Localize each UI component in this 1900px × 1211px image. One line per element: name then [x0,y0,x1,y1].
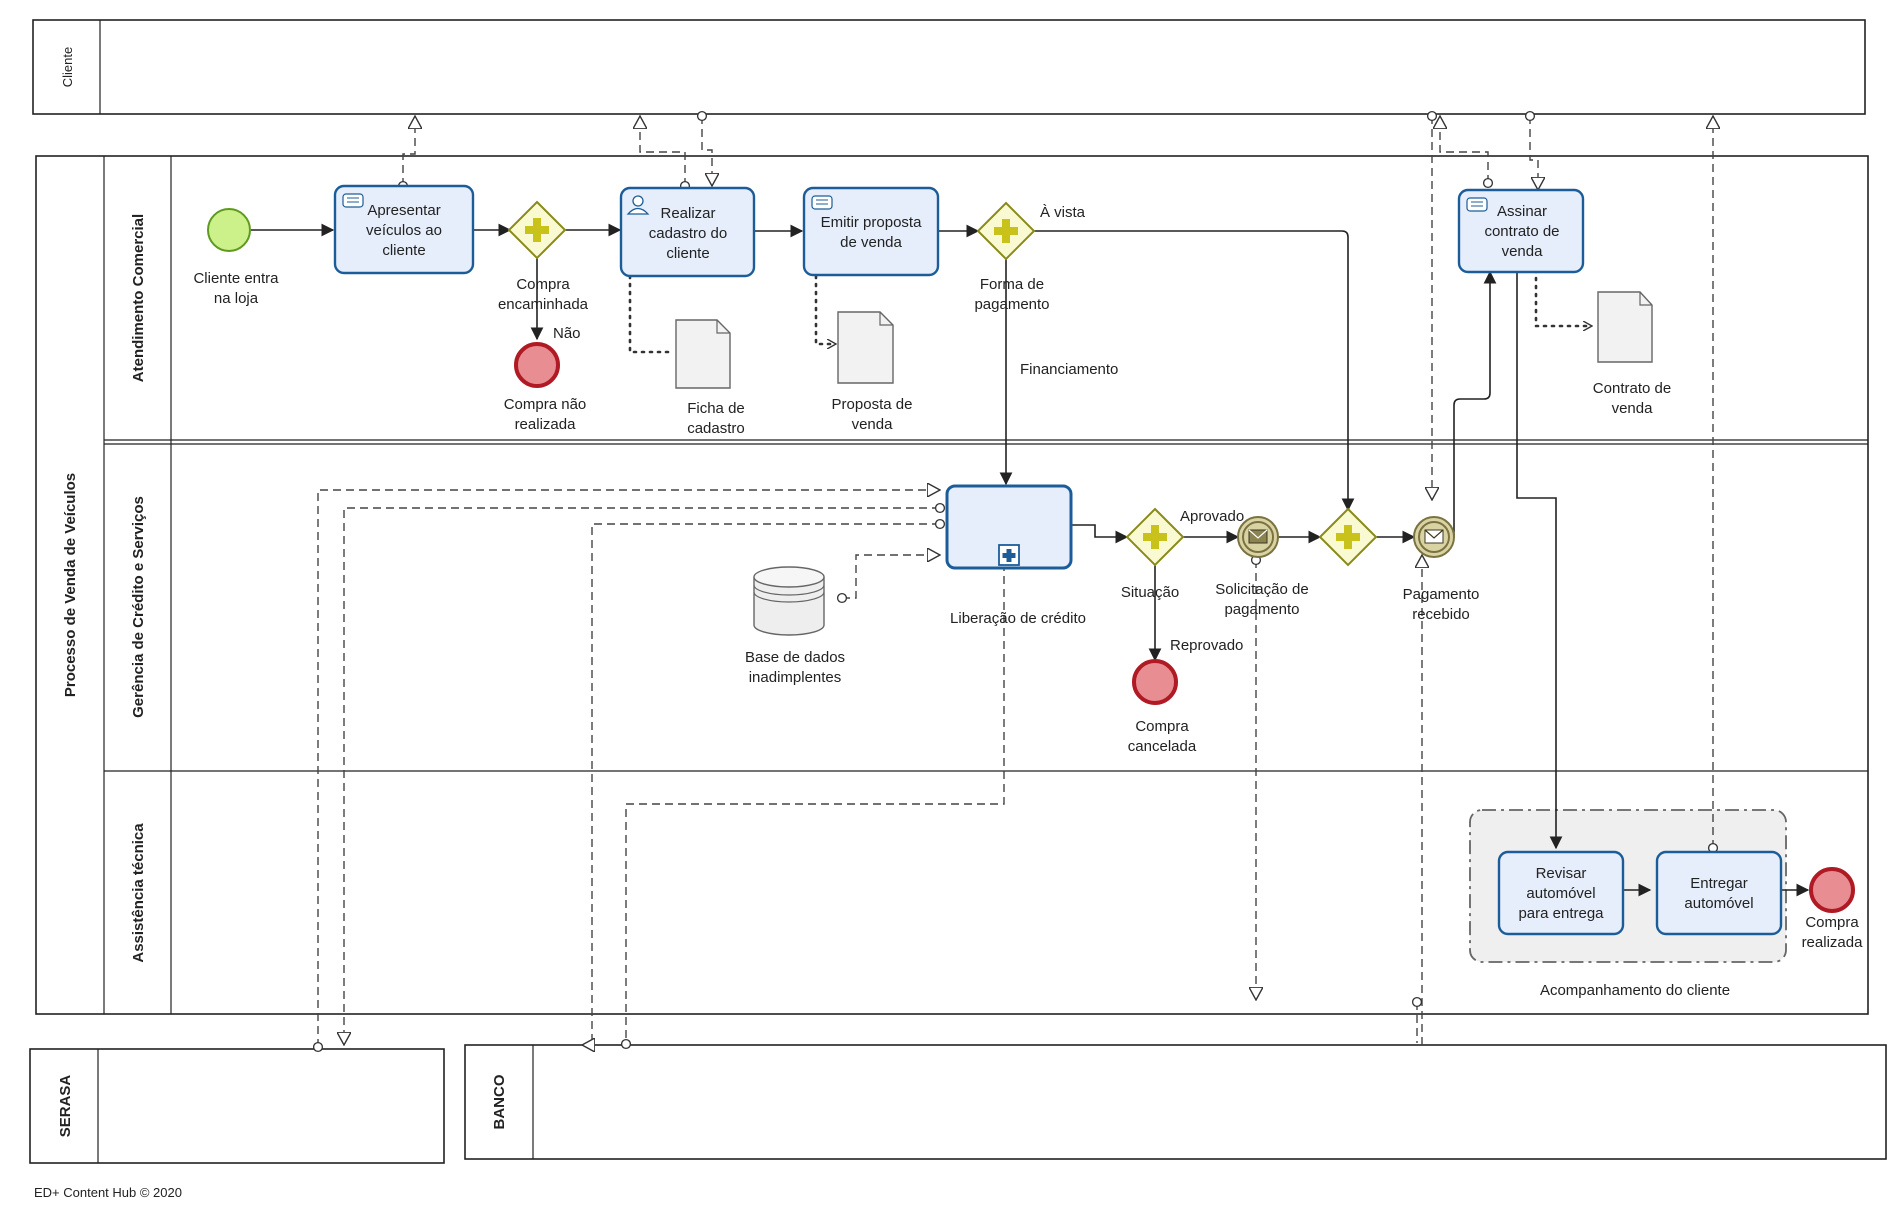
footer-copyright: ED+ Content Hub © 2020 [34,1185,182,1200]
group-acompanhamento-label: Acompanhamento do cliente [1540,982,1730,999]
event-pagamento-recebido: Pagamento recebido [1403,516,1480,623]
pool-cliente: Cliente [32,19,1866,115]
svg-text:Cliente entra: Cliente entra [193,270,279,287]
svg-text:cadastro do: cadastro do [649,225,727,242]
svg-text:Contrato de: Contrato de [1593,380,1671,397]
pool-banco-label: BANCO [491,1074,508,1129]
subprocess-liberacao-credito[interactable]: Liberação de crédito [945,484,1086,627]
svg-text:automóvel: automóvel [1684,895,1753,912]
svg-text:Situação: Situação [1121,584,1179,601]
svg-text:encaminhada: encaminhada [498,296,589,313]
event-solicitacao-pagamento: Solicitação de pagamento [1215,516,1309,618]
svg-text:para entrega: para entrega [1518,905,1604,922]
svg-text:Ficha de: Ficha de [687,400,745,417]
task-revisar-automovel[interactable]: Revisar automóvel para entrega [1497,850,1625,936]
svg-text:cadastro: cadastro [687,420,745,437]
gateway-compra-encaminhada: Compra encaminhada [498,200,589,313]
start-event: Cliente entra na loja [193,208,279,307]
svg-text:Base de dados: Base de dados [745,649,845,666]
svg-text:Assinar: Assinar [1497,203,1547,220]
svg-text:inadimplentes: inadimplentes [749,669,842,686]
svg-text:na loja: na loja [214,290,259,307]
label-a-vista: À vista [1040,204,1086,221]
svg-text:pagamento: pagamento [1224,601,1299,618]
svg-text:Apresentar: Apresentar [367,202,440,219]
svg-text:Proposta de: Proposta de [832,396,913,413]
message-flows [318,116,1713,1047]
svg-text:de venda: de venda [840,234,902,251]
data-object-ficha-cadastro: Ficha de cadastro [675,319,745,437]
svg-text:Emitir proposta: Emitir proposta [821,214,923,231]
svg-text:contrato de: contrato de [1484,223,1559,240]
label-reprovado: Reprovado [1170,637,1243,654]
pool-serasa: SERASA [29,1048,445,1164]
pool-serasa-label: SERASA [57,1075,74,1138]
svg-text:Compra não: Compra não [504,396,587,413]
data-object-contrato-venda: Contrato de venda [1593,291,1671,417]
svg-text:Revisar: Revisar [1536,865,1587,882]
svg-text:veículos ao: veículos ao [366,222,442,239]
associations [630,270,1594,354]
svg-text:realizada: realizada [515,416,577,433]
task-apresentar-veiculos[interactable]: Apresentar veículos ao cliente [333,184,475,275]
manual-task-icon [811,195,833,210]
label-aprovado: Aprovado [1180,508,1244,525]
svg-text:Solicitação de: Solicitação de [1215,581,1308,598]
gateway-join [1318,507,1378,567]
end-event-cancelada: Compra cancelada [1128,659,1197,755]
svg-text:recebido: recebido [1412,606,1470,623]
end-event-realizada: Compra realizada [1802,867,1864,951]
svg-text:realizada: realizada [1802,934,1864,951]
pool-cliente-label: Cliente [60,47,75,87]
svg-text:Liberação de crédito: Liberação de crédito [950,610,1086,627]
svg-text:venda: venda [1502,243,1544,260]
svg-text:cancelada: cancelada [1128,738,1197,755]
user-task-icon [626,195,650,215]
svg-text:pagamento: pagamento [974,296,1049,313]
label-financiamento: Financiamento [1020,361,1118,378]
svg-text:Compra: Compra [1135,718,1189,735]
end-event-nao-realizada: Compra não realizada [504,342,587,433]
gateway-situacao: Situação [1121,507,1185,601]
flow-liberacao-situacao [1068,524,1129,544]
data-store-base-inadimplentes: Base de dados inadimplentes [745,566,845,686]
task-emitir-proposta[interactable]: Emitir proposta de venda [802,186,940,277]
svg-text:cliente: cliente [382,242,425,259]
svg-text:cliente: cliente [666,245,709,262]
lane-gerencia-label: Gerência de Crédito e Serviços [130,496,147,718]
data-object-proposta-venda: Proposta de venda [832,311,913,433]
svg-text:Entregar: Entregar [1690,875,1748,892]
svg-text:Forma de: Forma de [980,276,1044,293]
svg-text:Compra: Compra [516,276,570,293]
pool-processo-label: Processo de Venda de Veículos [62,473,79,697]
pool-banco: BANCO [464,1044,1887,1160]
manual-task-icon [1466,197,1488,212]
svg-text:Compra: Compra [1805,914,1859,931]
expand-subprocess-icon[interactable] [998,544,1020,566]
svg-text:automóvel: automóvel [1526,885,1595,902]
flow-forma-avista [1034,230,1355,512]
lane-assistencia-label: Assistência técnica [130,823,147,963]
manual-task-icon [342,193,364,208]
lane-atendimento-label: Atendimento Comercial [130,214,147,382]
svg-text:venda: venda [1612,400,1654,417]
label-nao: Não [553,325,581,342]
svg-text:Pagamento: Pagamento [1403,586,1480,603]
flow-pagamento-contrato [1453,270,1497,537]
svg-text:venda: venda [852,416,894,433]
gateway-forma-pagamento: Forma de pagamento [974,201,1050,313]
task-assinar-contrato[interactable]: Assinar contrato de venda [1457,188,1585,274]
task-entregar-automovel[interactable]: Entregar automóvel [1655,850,1783,936]
task-realizar-cadastro[interactable]: Realizar cadastro do cliente [619,186,756,278]
sequence-flows [251,223,1810,897]
svg-text:Realizar: Realizar [660,205,715,222]
flow-contrato-revisar [1516,272,1563,850]
